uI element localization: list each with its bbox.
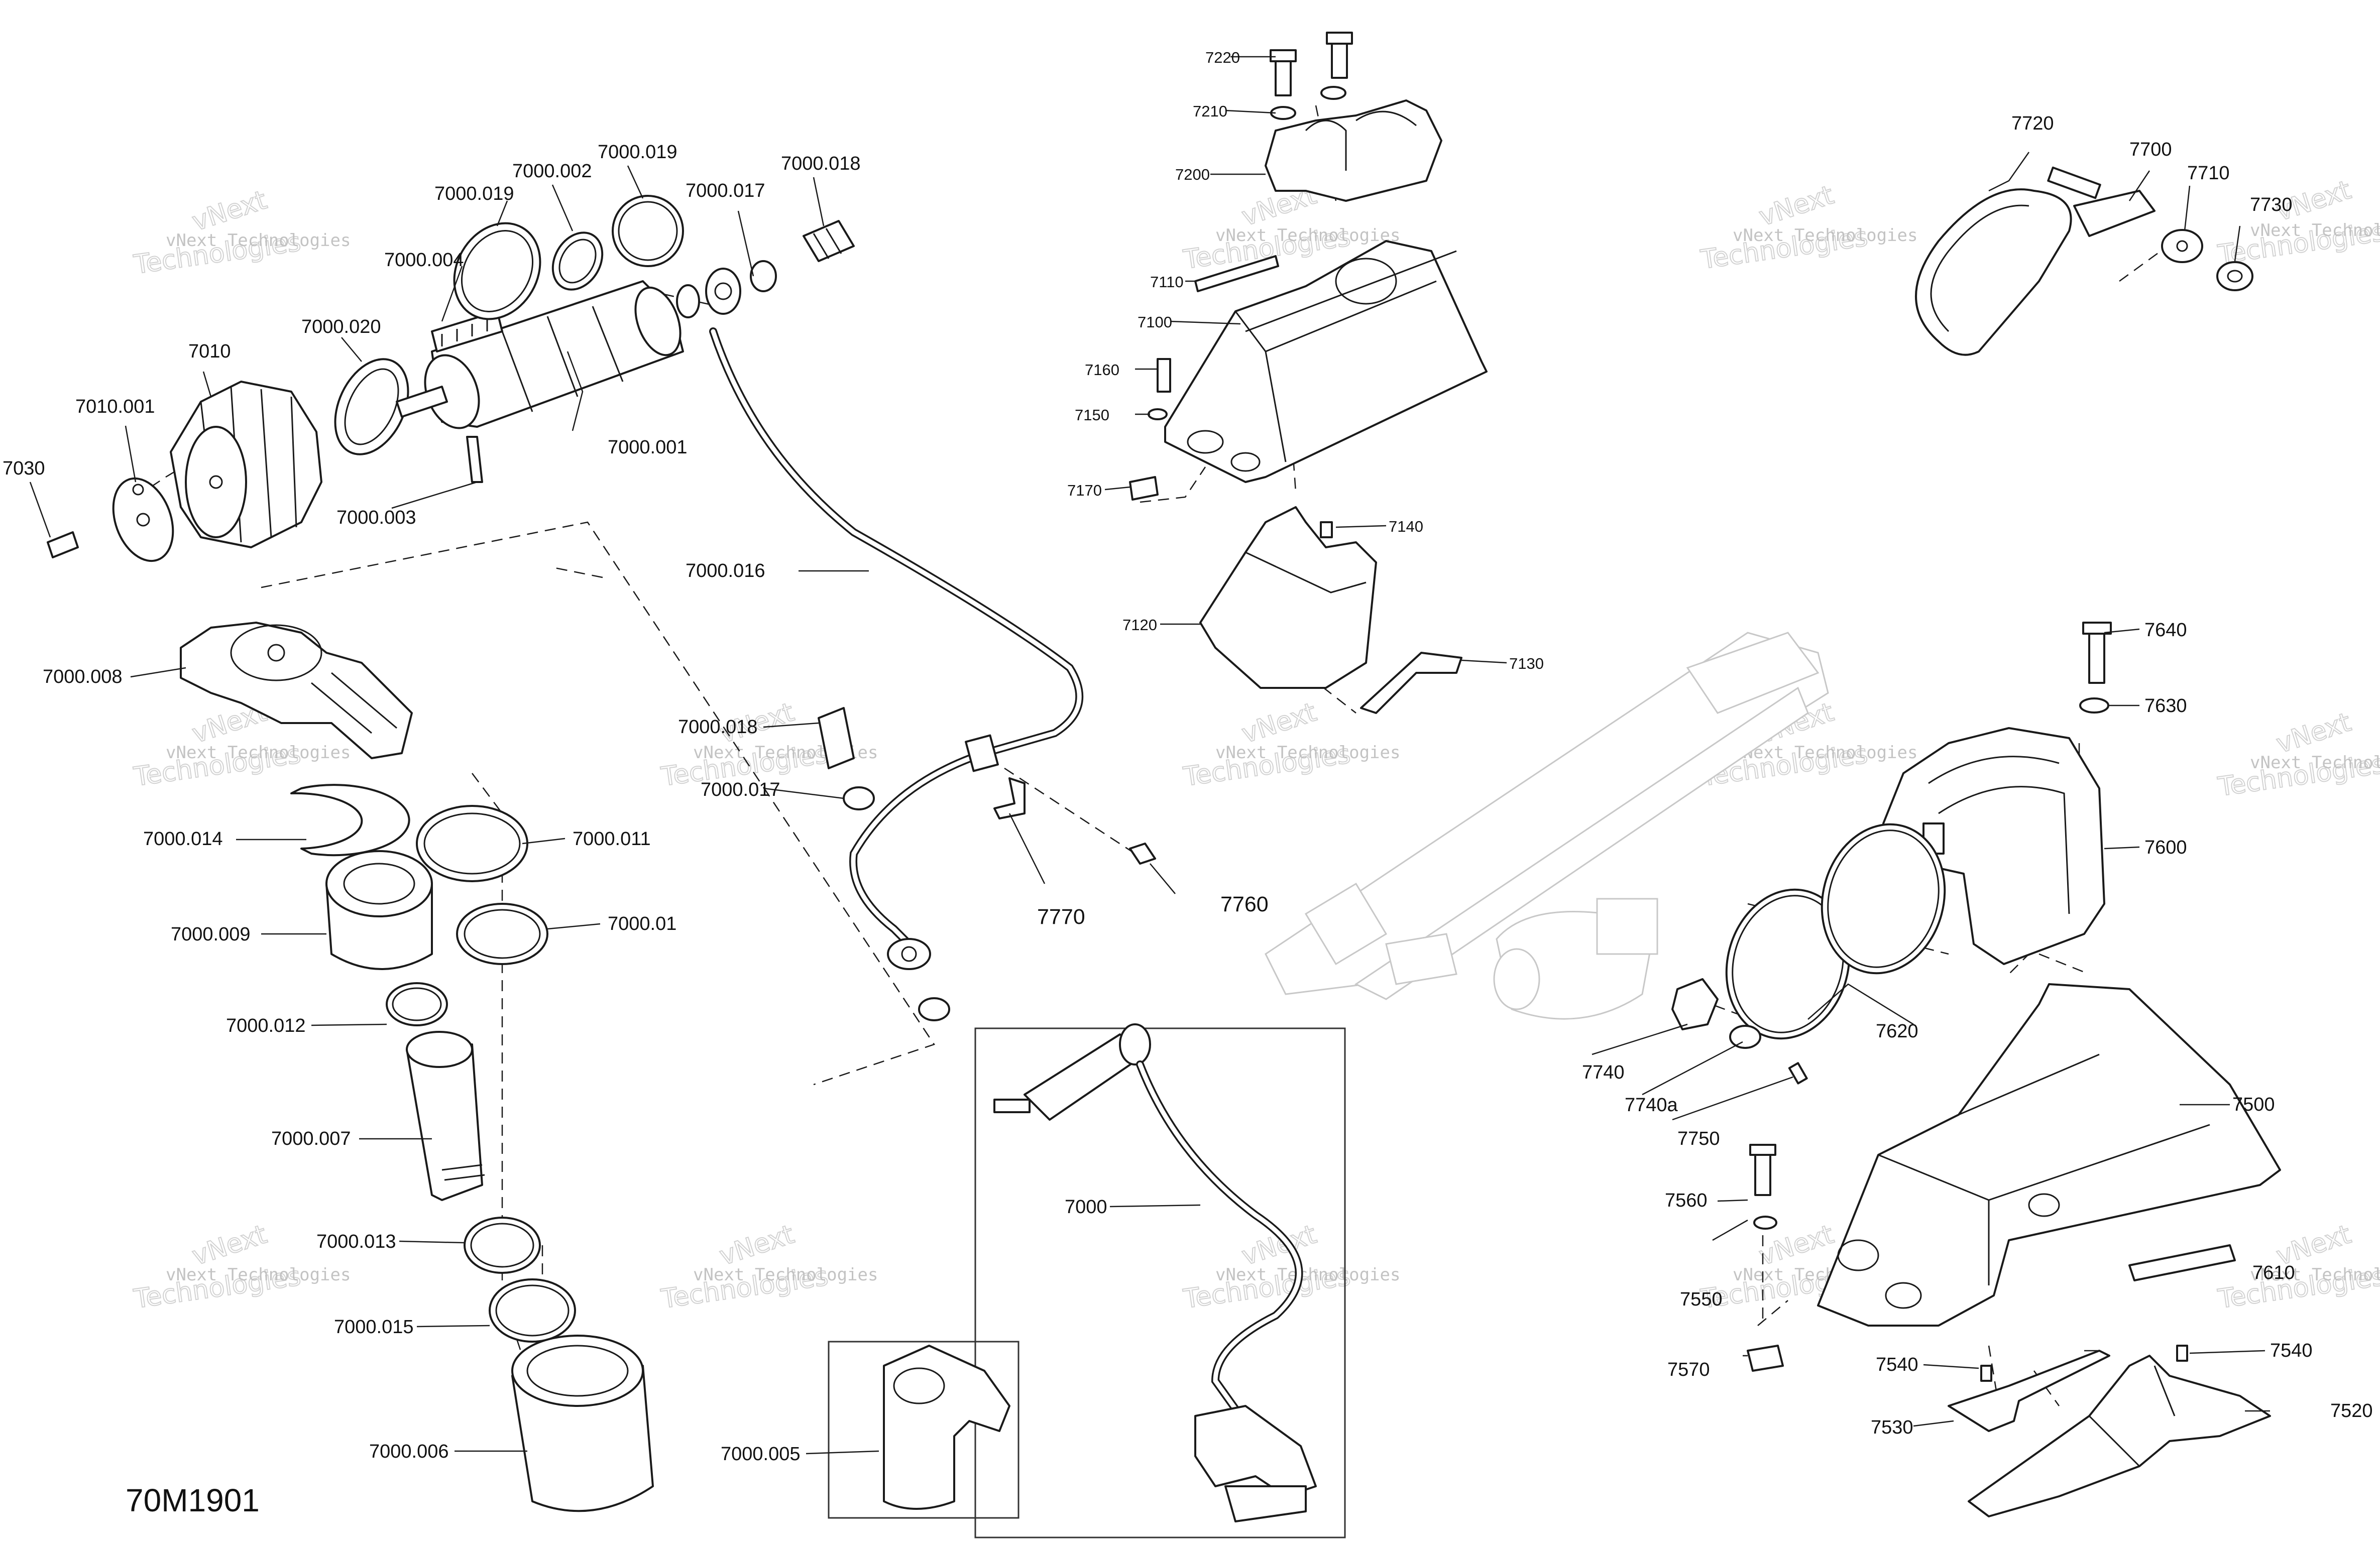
label-7210: 7210 <box>1193 102 1227 120</box>
label-7000.018-upper: 7000.018 <box>781 153 861 174</box>
watermark-text: vNext Technologies <box>1215 1265 1400 1285</box>
label-7000.003: 7000.003 <box>336 507 416 528</box>
label-7000.006: 7000.006 <box>369 1441 449 1462</box>
watermark-logo-top: vNext <box>1238 697 1320 749</box>
watermark-logo-top: vNext <box>1755 180 1837 232</box>
label-7560: 7560 <box>1665 1190 1708 1211</box>
label-7000.019-right: 7000.019 <box>598 142 677 163</box>
watermark-text: vNext Technologies <box>1733 225 1917 246</box>
watermark-text: vNext Technologies <box>1215 225 1400 246</box>
watermark-logo-top: vNext <box>716 1219 798 1271</box>
label-7200: 7200 <box>1175 166 1210 183</box>
label-7000.016: 7000.016 <box>686 560 765 581</box>
label-7000.019-left: 7000.019 <box>434 183 514 204</box>
kit-frames <box>828 1023 1346 1538</box>
watermark-logo-top: vNext <box>2273 707 2354 759</box>
label-7610: 7610 <box>2252 1262 2295 1283</box>
label-7160: 7160 <box>1085 361 1119 379</box>
label-7010: 7010 <box>188 341 231 362</box>
label-7000.004: 7000.004 <box>384 250 464 271</box>
upper-bracket-assembly <box>1129 32 1488 714</box>
label-7530: 7530 <box>1871 1417 1913 1438</box>
label-7540-left: 7540 <box>1876 1354 1918 1375</box>
label-7760: 7760 <box>1220 892 1269 916</box>
label-7550: 7550 <box>1680 1289 1723 1310</box>
label-7000.008: 7000.008 <box>43 666 123 687</box>
label-7740: 7740 <box>1582 1062 1625 1083</box>
label-7000.017-lower: 7000.017 <box>701 779 780 800</box>
label-7750: 7750 <box>1677 1128 1720 1149</box>
label-7000.009: 7000.009 <box>171 924 251 945</box>
label-7000.001: 7000.001 <box>608 437 688 458</box>
label-7710: 7710 <box>2187 163 2230 184</box>
label-7000.013: 7000.013 <box>316 1231 396 1252</box>
leader-lines <box>29 56 2270 1455</box>
callout-labels: 7220 7210 7200 7110 7100 7160 7150 7170 … <box>3 49 2373 1518</box>
label-7700: 7700 <box>2129 139 2172 160</box>
label-7140: 7140 <box>1389 518 1423 535</box>
pump-body-stack <box>180 622 654 1512</box>
watermark-text: vNext Technologies <box>1733 743 1917 763</box>
hose <box>709 327 1156 1021</box>
watermark-logo-top: vNext <box>1238 1219 1320 1271</box>
watermark-text: vNext Technologies <box>2250 1265 2380 1285</box>
label-7130: 7130 <box>1509 655 1544 672</box>
label-7000.018-lower: 7000.018 <box>678 717 758 738</box>
strap-assembly <box>1915 166 2253 356</box>
label-7740a: 7740a <box>1625 1095 1678 1116</box>
label-7100: 7100 <box>1138 313 1172 331</box>
label-7620: 7620 <box>1876 1021 1918 1042</box>
pump-cylinder-assembly <box>47 195 855 562</box>
label-7010.001: 7010.001 <box>75 396 155 417</box>
label-7540-right: 7540 <box>2270 1340 2313 1361</box>
label-7000.005: 7000.005 <box>721 1444 801 1465</box>
label-7000.014: 7000.014 <box>143 828 223 850</box>
label-7600: 7600 <box>2144 837 2187 858</box>
watermark-logo-top: vNext <box>188 1219 270 1271</box>
label-7640: 7640 <box>2144 620 2187 641</box>
faint-steering-assembly <box>1265 632 1829 1020</box>
watermark-logo-top: vNext <box>188 185 270 237</box>
reference-code: 70M1901 <box>126 1482 260 1518</box>
watermark-text: vNext Technologies <box>166 1265 351 1285</box>
label-7170: 7170 <box>1067 482 1102 499</box>
watermark-text: vNext Technologies <box>2250 753 2380 773</box>
label-7000.015: 7000.015 <box>334 1317 414 1338</box>
label-7220: 7220 <box>1205 49 1240 66</box>
label-7520: 7520 <box>2330 1400 2373 1421</box>
label-7720: 7720 <box>2011 113 2054 134</box>
watermark-text: vNext Technologies <box>166 743 351 763</box>
label-7150: 7150 <box>1075 406 1109 424</box>
label-7570: 7570 <box>1667 1359 1710 1380</box>
label-7110: 7110 <box>1150 273 1184 291</box>
label-7000.017-upper: 7000.017 <box>686 180 765 201</box>
label-7000.007: 7000.007 <box>271 1128 351 1149</box>
label-7030: 7030 <box>3 458 45 479</box>
watermark-text: vNext Technologies <box>166 230 351 251</box>
label-7770: 7770 <box>1037 905 1085 929</box>
label-7000.002: 7000.002 <box>512 161 592 182</box>
label-7000.01: 7000.01 <box>608 913 676 934</box>
label-7120: 7120 <box>1122 616 1157 634</box>
watermark-text: vNext Technologies <box>2250 220 2380 241</box>
label-7730: 7730 <box>2250 194 2293 215</box>
label-7000: 7000 <box>1065 1197 1107 1218</box>
label-7500: 7500 <box>2232 1094 2275 1115</box>
label-7000.012: 7000.012 <box>226 1015 306 1036</box>
watermark-text: vNext Technologies <box>1215 743 1400 763</box>
label-7000.020: 7000.020 <box>301 316 381 337</box>
label-7630: 7630 <box>2144 695 2187 717</box>
right-housing-assembly <box>1671 622 2281 1517</box>
watermark-text: vNext Technologies <box>693 1265 878 1285</box>
label-7000.011: 7000.011 <box>573 828 651 850</box>
